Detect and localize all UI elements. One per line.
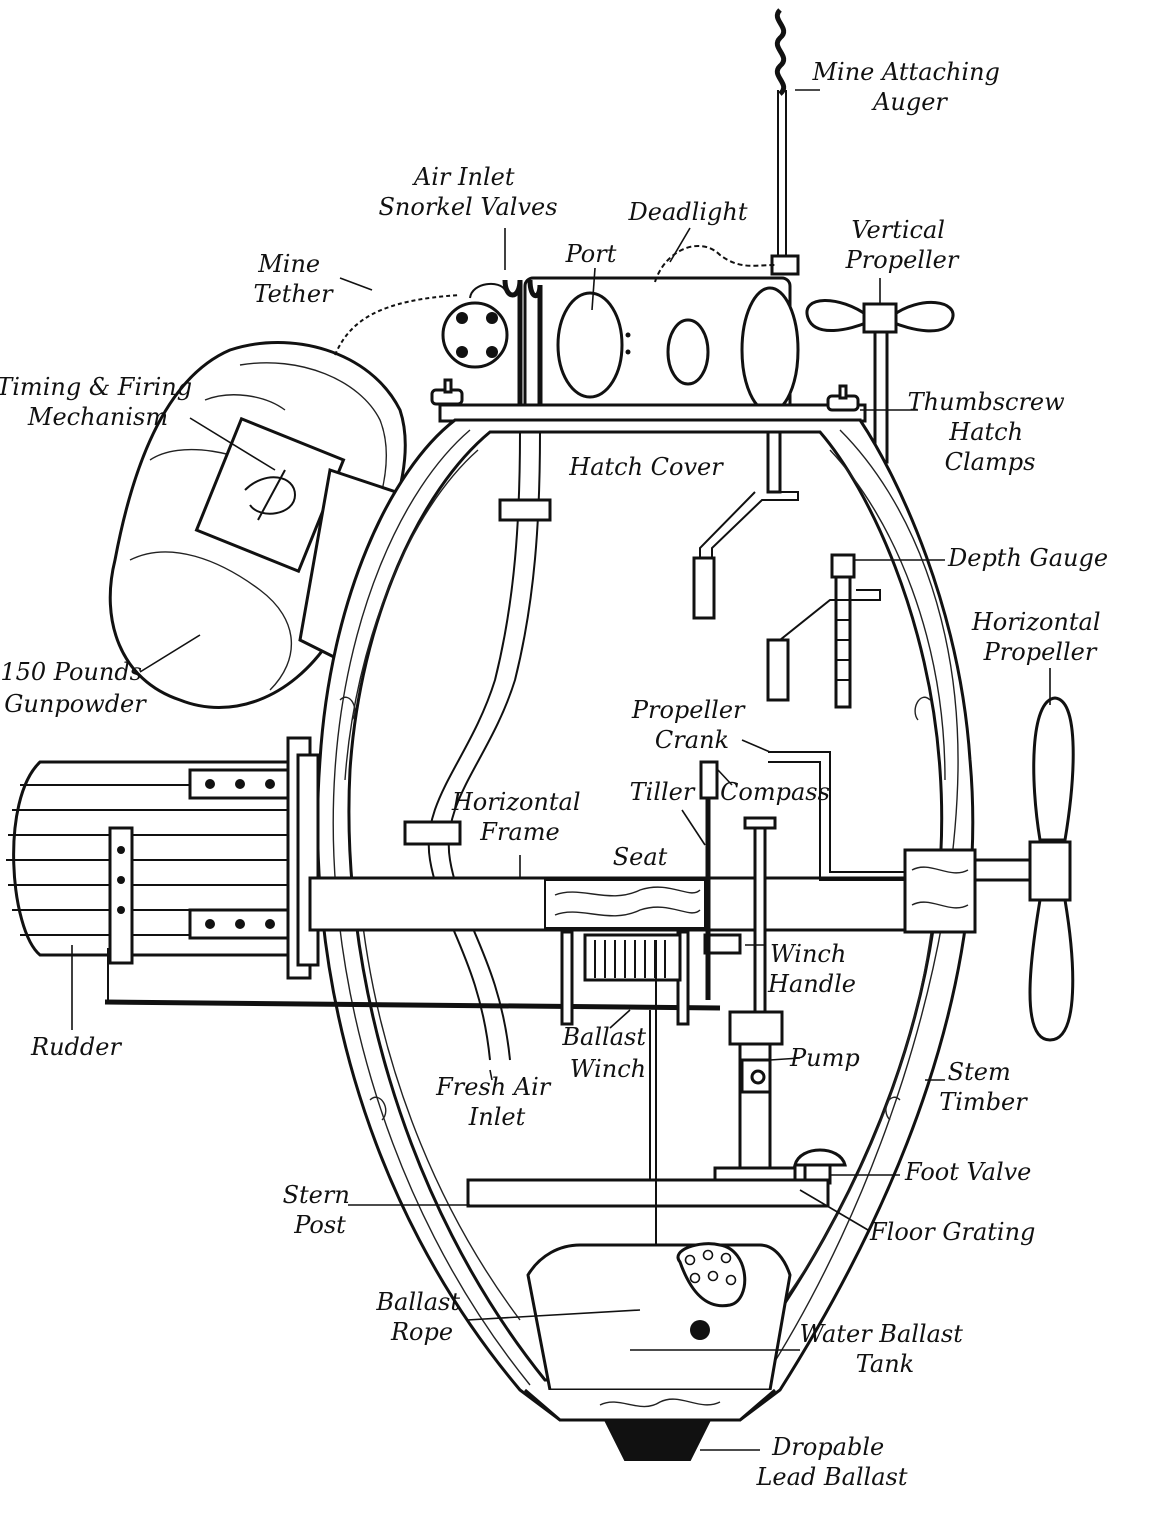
label-timing-firing-mechanism: Timing & Firing Mechanism: [0, 373, 200, 431]
submarine-illustration: [6, 8, 1075, 1461]
labels: Mine Attaching Auger Air Inlet Snorkel V…: [0, 58, 1108, 1491]
leader-lines: [71, 89, 1051, 1451]
mine-attaching-auger: [770, 8, 800, 276]
label-stern-post: Stern Post: [283, 1181, 358, 1239]
label-compass: Compass: [720, 778, 830, 806]
label-deadlight: Deadlight: [628, 198, 748, 226]
mine-gunpowder-casing: [108, 294, 461, 709]
label-mine-attaching-auger: Mine Attaching Auger: [811, 58, 1007, 116]
label-stem-timber: Stem Timber: [939, 1058, 1028, 1116]
floor-grating-shape: [466, 1178, 830, 1208]
label-fresh-air-inlet: Fresh Air Inlet: [435, 1073, 558, 1131]
label-air-inlet-snorkel-valves: Air Inlet Snorkel Valves: [378, 163, 557, 221]
label-seat: Seat: [613, 843, 668, 871]
label-depth-gauge: Depth Gauge: [947, 544, 1108, 572]
label-dropable-lead-ballast: Dropable Lead Ballast: [755, 1433, 907, 1491]
label-pump: Pump: [789, 1044, 860, 1072]
label-floor-grating: Floor Grating: [869, 1218, 1035, 1246]
label-foot-valve: Foot Valve: [904, 1158, 1031, 1186]
horizontal-propeller: [973, 696, 1075, 1042]
horizontal-frame: [104, 848, 977, 1011]
label-thumbscrew-hatch-clamps: Thumbscrew Hatch Clamps: [908, 388, 1073, 476]
label-mine-tether: Mine Tether: [253, 250, 334, 308]
label-rudder: Rudder: [30, 1033, 122, 1061]
fresh-air-inlet-pipe: [403, 431, 552, 1061]
label-propeller-crank: Propeller Crank: [631, 696, 752, 754]
deadlight-window: [666, 318, 710, 386]
label-port: Port: [565, 240, 617, 268]
label-gunpowder: 150 Pounds Gunpowder: [0, 658, 149, 718]
label-horizontal-frame: Horizontal Frame: [451, 788, 588, 846]
lead-ballast-shape: [603, 1419, 712, 1461]
port-window: [556, 291, 624, 399]
water-ballast-tank: [526, 1242, 792, 1392]
label-vertical-propeller: Vertical Propeller: [845, 216, 960, 274]
label-horizontal-propeller: Horizontal Propeller: [971, 608, 1108, 666]
depth-gauge: [766, 553, 881, 709]
label-hatch-cover: Hatch Cover: [568, 453, 724, 481]
label-ballast-rope: Ballast Rope: [375, 1288, 467, 1346]
label-water-ballast-tank: Water Ballast Tank: [799, 1320, 970, 1378]
ballast-winch: [560, 930, 742, 1026]
rudder: [6, 736, 320, 980]
label-winch-handle: Winch Handle: [767, 940, 856, 998]
label-tiller: Tiller: [630, 778, 696, 806]
vertical-propeller: [805, 299, 955, 464]
label-ballast-winch: Ballast Winch: [561, 1023, 653, 1083]
conning-tower: [441, 244, 800, 415]
